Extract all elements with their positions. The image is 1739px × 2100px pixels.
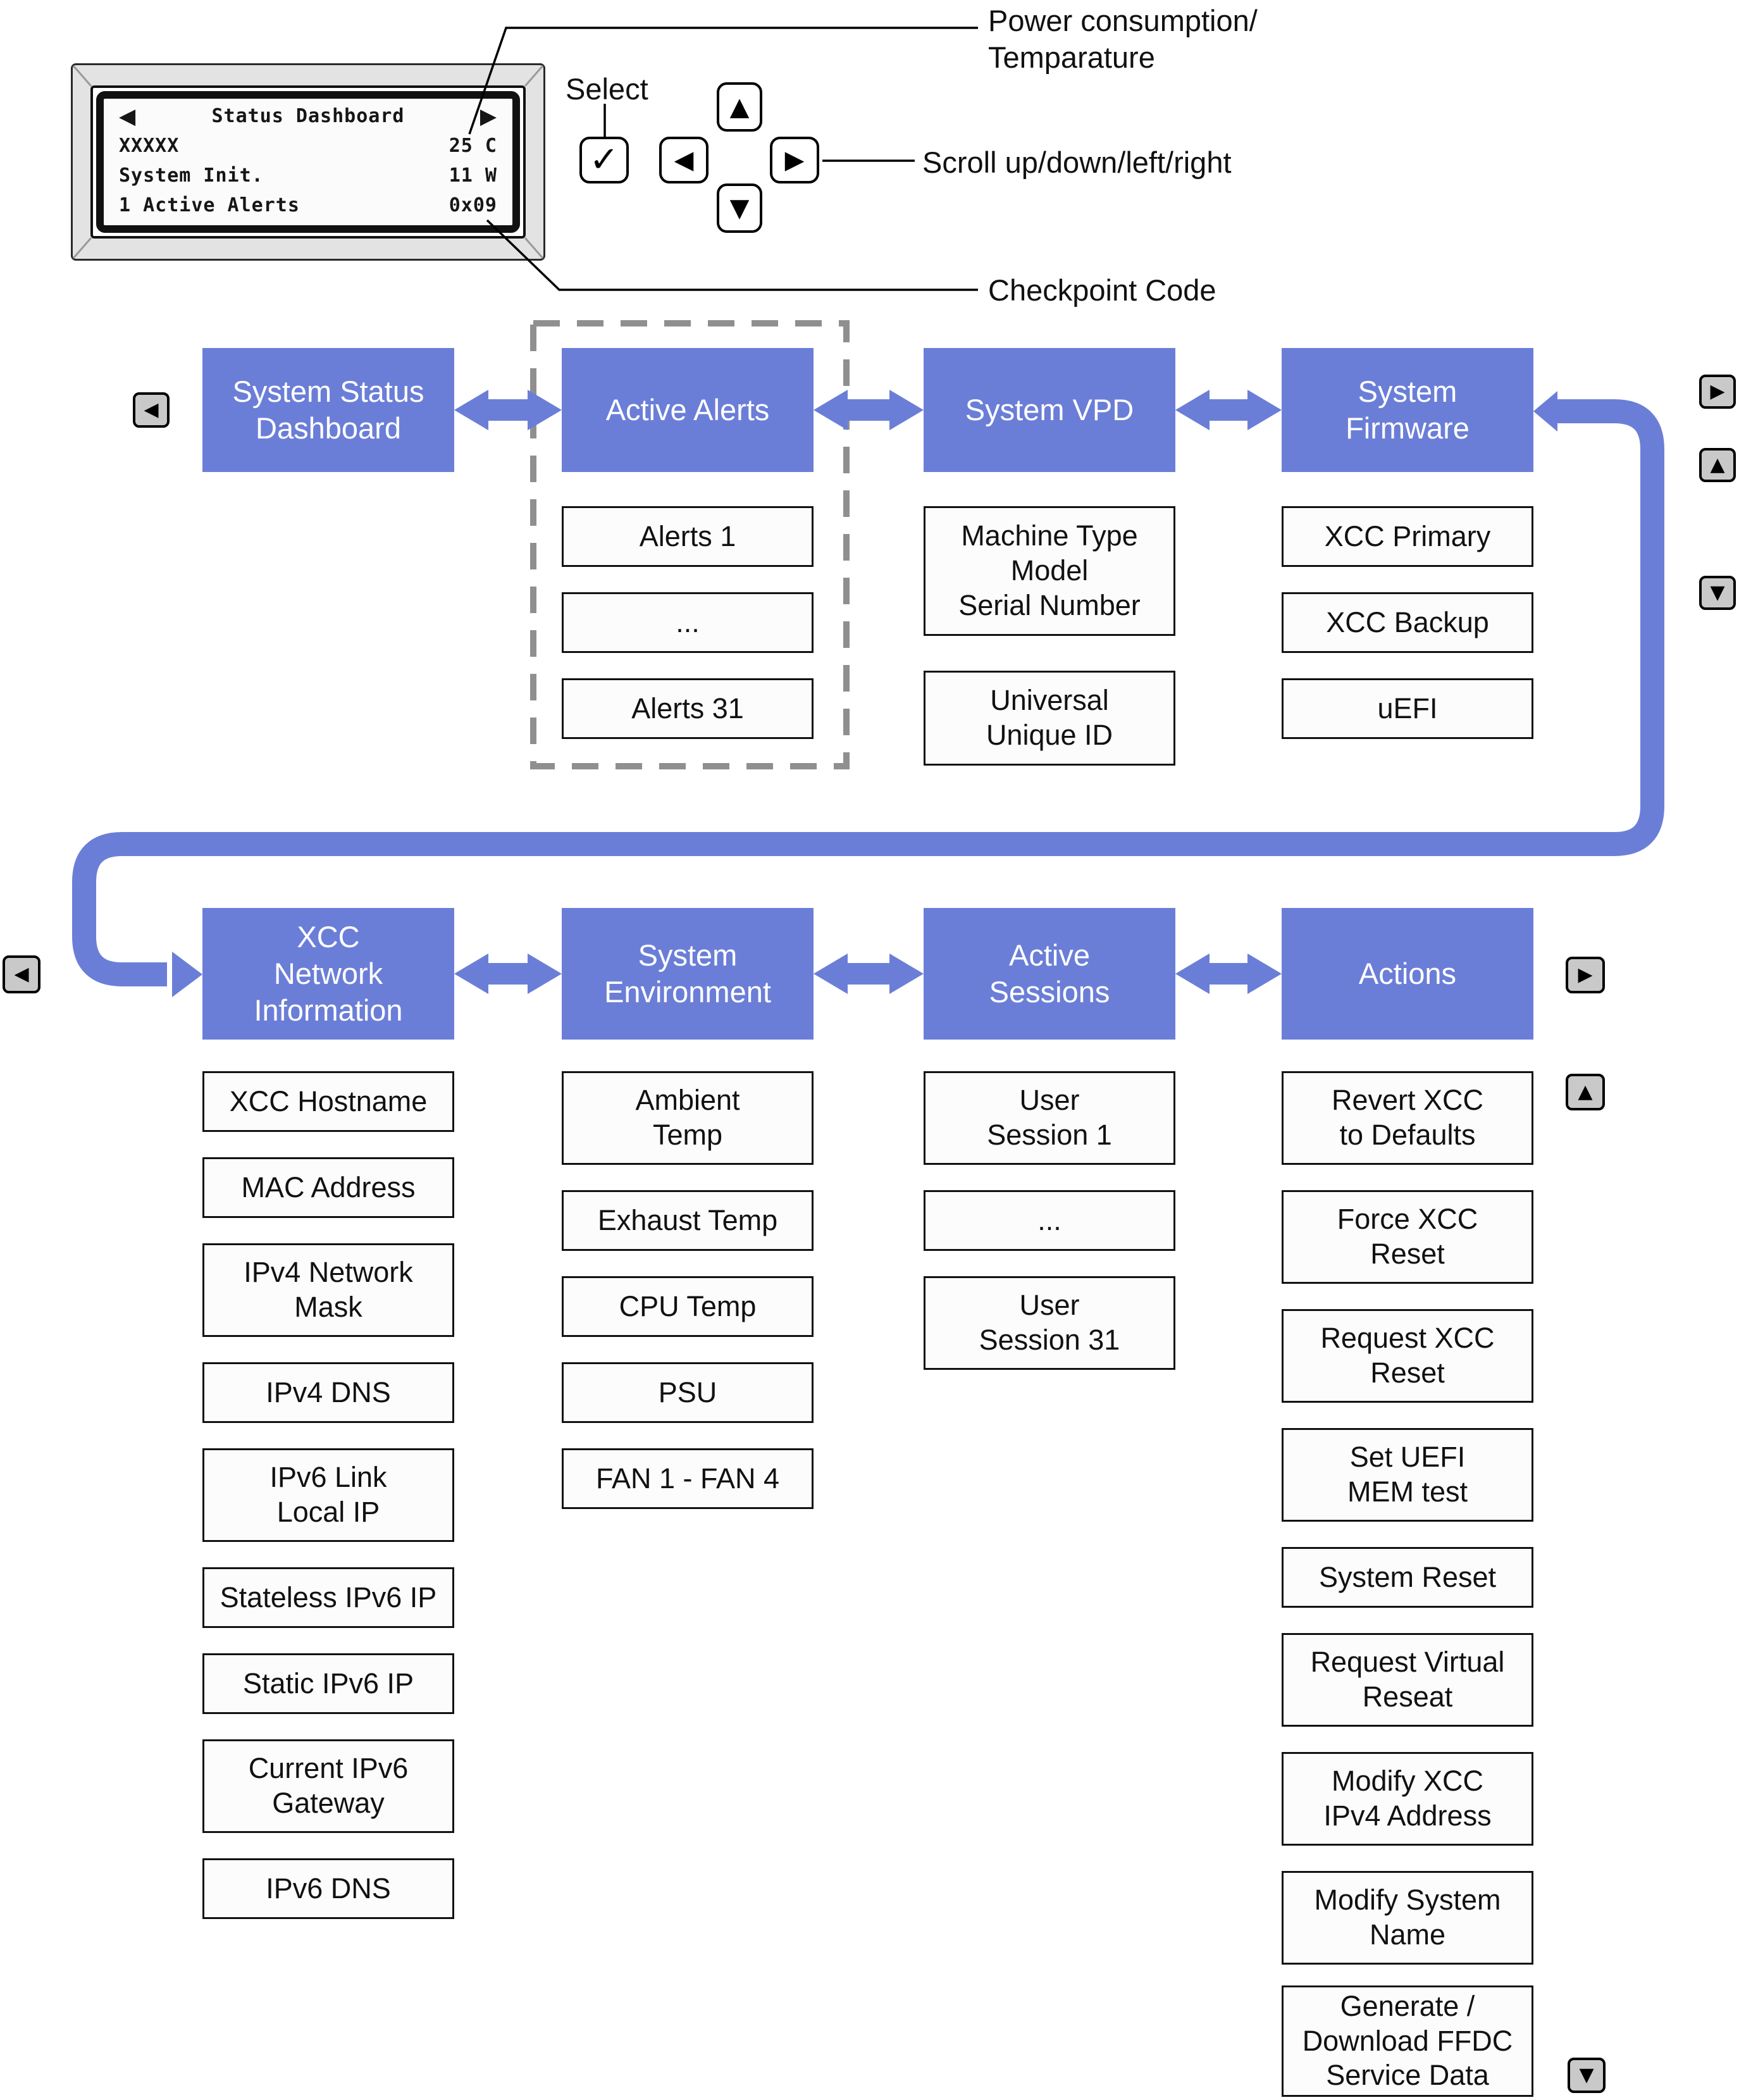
row2-down-nav-button[interactable]: ▼ [1568,2058,1606,2093]
submenu-ipv4-network-mask: IPv4 Network Mask [202,1243,454,1337]
row2-right-nav-button[interactable]: ▶ [1566,957,1605,993]
row1-right-nav-button[interactable]: ▶ [1699,375,1736,409]
lcd-checkpoint-value: 0x09 [449,194,497,216]
up-triangle-icon: ▲ [729,92,750,121]
submenu-alerts-ellipsis: ... [562,592,814,653]
submenu-generate-download-ffdc: Generate / Download FFDC Service Data [1282,1985,1533,2097]
menu-system-status-dashboard: System Status Dashboard [202,348,454,472]
row1-down-nav-button[interactable]: ▼ [1699,576,1736,610]
submenu-user-session-31: User Session 31 [924,1276,1175,1370]
submenu-uefi: uEFI [1282,678,1533,739]
right-triangle-icon: ▶ [1578,964,1593,986]
submenu-xcc-primary: XCC Primary [1282,506,1533,567]
wrap-connector-arrowhead-left [1533,391,1557,432]
submenu-ipv4-dns: IPv4 DNS [202,1362,454,1423]
submenu-xcc-hostname: XCC Hostname [202,1071,454,1132]
right-triangle-icon: ▶ [784,146,805,175]
submenu-modify-xcc-ipv4-address: Modify XCC IPv4 Address [1282,1752,1533,1846]
left-triangle-icon: ◀ [144,399,159,421]
lcd-power-value: 11 W [449,165,497,187]
submenu-exhaust-temp: Exhaust Temp [562,1190,814,1251]
left-triangle-icon: ◀ [674,146,694,175]
submenu-force-xcc-reset: Force XCC Reset [1282,1190,1533,1284]
row2-left-nav-button[interactable]: ◀ [3,955,40,993]
lcd-row-label: 1 Active Alerts [119,194,300,216]
lcd-panel: ◀ Status Dashboard ▶ XXXXX 25 C System I… [71,63,545,261]
scroll-up-button[interactable]: ▲ [717,82,762,132]
submenu-static-ipv6-ip: Static IPv6 IP [202,1653,454,1714]
submenu-current-ipv6-gateway: Current IPv6 Gateway [202,1739,454,1833]
submenu-revert-xcc-to-defaults: Revert XCC to Defaults [1282,1071,1533,1165]
lcd-frame: ◀ Status Dashboard ▶ XXXXX 25 C System I… [90,85,526,239]
submenu-modify-system-name: Modify System Name [1282,1871,1533,1965]
lcd-title: Status Dashboard [211,105,405,127]
menu-actions: Actions [1282,908,1533,1040]
up-triangle-icon: ▲ [1578,1081,1593,1103]
submenu-cpu-temp: CPU Temp [562,1276,814,1337]
select-button[interactable]: ✓ [579,137,629,183]
scroll-right-button[interactable]: ▶ [770,137,819,183]
lcd-left-arrow-icon: ◀ [119,103,137,129]
submenu-fan1-fan4: FAN 1 - FAN 4 [562,1448,814,1509]
menu-active-alerts: Active Alerts [562,348,814,472]
submenu-xcc-backup: XCC Backup [1282,592,1533,653]
left-triangle-icon: ◀ [14,963,29,985]
up-triangle-icon: ▲ [1710,454,1725,476]
down-triangle-icon: ▼ [1710,581,1725,604]
checkpoint-label: Checkpoint Code [988,273,1216,307]
submenu-user-session-1: User Session 1 [924,1071,1175,1165]
row1-left-nav-button[interactable]: ◀ [133,392,170,428]
submenu-alerts-31: Alerts 31 [562,678,814,739]
lcd-row-label: System Init. [119,165,264,187]
row2-up-nav-button[interactable]: ▲ [1566,1074,1605,1110]
submenu-stateless-ipv6-ip: Stateless IPv6 IP [202,1567,454,1628]
submenu-machine-type-model-serial: Machine Type Model Serial Number [924,506,1175,636]
submenu-user-session-ellipsis: ... [924,1190,1175,1251]
right-triangle-icon: ▶ [1710,380,1725,402]
menu-system-vpd: System VPD [924,348,1175,472]
scroll-left-button[interactable]: ◀ [659,137,709,183]
submenu-ipv6-link-local-ip: IPv6 Link Local IP [202,1448,454,1542]
submenu-alerts-1: Alerts 1 [562,506,814,567]
down-triangle-icon: ▼ [1579,2064,1594,2086]
menu-system-firmware: System Firmware [1282,348,1533,472]
row1-up-nav-button[interactable]: ▲ [1699,448,1736,482]
wrap-connector-arrowhead-right [172,952,202,997]
submenu-ambient-temp: Ambient Temp [562,1071,814,1165]
submenu-universal-unique-id: Universal Unique ID [924,671,1175,766]
lcd-screen: ◀ Status Dashboard ▶ XXXXX 25 C System I… [96,91,520,233]
submenu-psu: PSU [562,1362,814,1423]
submenu-set-uefi-mem-test: Set UEFI MEM test [1282,1428,1533,1522]
submenu-request-xcc-reset: Request XCC Reset [1282,1309,1533,1403]
select-label: Select [566,72,648,106]
submenu-request-virtual-reseat: Request Virtual Reseat [1282,1633,1533,1727]
submenu-ipv6-dns: IPv6 DNS [202,1858,454,1919]
menu-system-environment: System Environment [562,908,814,1040]
lcd-right-arrow-icon: ▶ [480,103,497,129]
down-triangle-icon: ▼ [729,194,750,223]
submenu-system-reset: System Reset [1282,1547,1533,1608]
submenu-mac-address: MAC Address [202,1157,454,1218]
scroll-label: Scroll up/down/left/right [922,146,1232,179]
power-temp-label: Power consumption/ Temparature [988,4,1258,75]
lcd-row-label: XXXXX [119,135,180,157]
lcd-temperature-value: 25 C [449,135,497,157]
menu-active-sessions: Active Sessions [924,908,1175,1040]
check-icon: ✓ [589,139,619,180]
menu-xcc-network-information: XCC Network Information [202,908,454,1040]
scroll-down-button[interactable]: ▼ [717,183,762,233]
